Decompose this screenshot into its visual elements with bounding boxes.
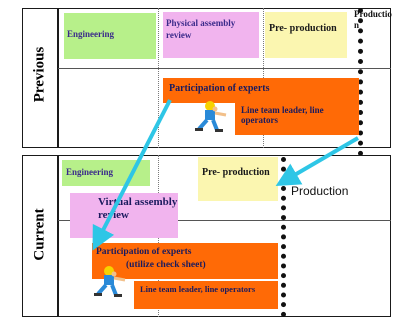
curr-line-team-label: Line team leader, line operators [140, 284, 256, 294]
prev-engineering-label: Engineering [67, 29, 115, 39]
curr-engineering-label: Engineering [66, 167, 114, 177]
prev-pre-production-box: Pre- production [265, 12, 347, 58]
prev-experts-label: Participation of experts [169, 83, 270, 94]
curr-experts-box: Participation of experts (utilize check … [92, 243, 278, 279]
previous-divider [58, 68, 391, 69]
current-production-line [281, 157, 286, 317]
prev-pre-production-label: Pre- production [269, 23, 337, 34]
curr-experts-label: Participation of experts [96, 247, 192, 257]
current-divider [58, 220, 391, 221]
prev-line-team-label: Line team leader, line operators [241, 105, 324, 125]
worker-figure-icon [94, 266, 126, 297]
previous-stage-line-1 [158, 8, 159, 148]
prev-line-team-box: Line team leader, line operators [235, 103, 359, 135]
prev-physical-review-box: Physical assembly review [163, 12, 259, 58]
prev-production-label: Productio n [354, 9, 392, 30]
previous-row-label-frame [22, 8, 58, 148]
prev-engineering-box: Engineering [64, 13, 156, 59]
curr-production-label: Production [291, 184, 349, 198]
current-section [58, 155, 391, 317]
previous-section [58, 8, 391, 148]
arrow-experts-to-current [92, 99, 172, 251]
current-row-label-frame [22, 155, 58, 317]
worker-figure-icon [195, 101, 227, 132]
curr-pre-production-box: Pre- production [198, 157, 278, 201]
curr-check-sheet-label: (utilize check sheet) [126, 260, 206, 270]
prev-experts-box: Participation of experts [163, 78, 359, 103]
arrow-production-shift [275, 136, 360, 187]
previous-production-line [358, 8, 363, 156]
prev-physical-review-label: Physical assembly review [166, 18, 236, 40]
curr-pre-production-label: Pre- production [202, 167, 270, 178]
curr-line-team-box: Line team leader, line operators [134, 281, 278, 309]
